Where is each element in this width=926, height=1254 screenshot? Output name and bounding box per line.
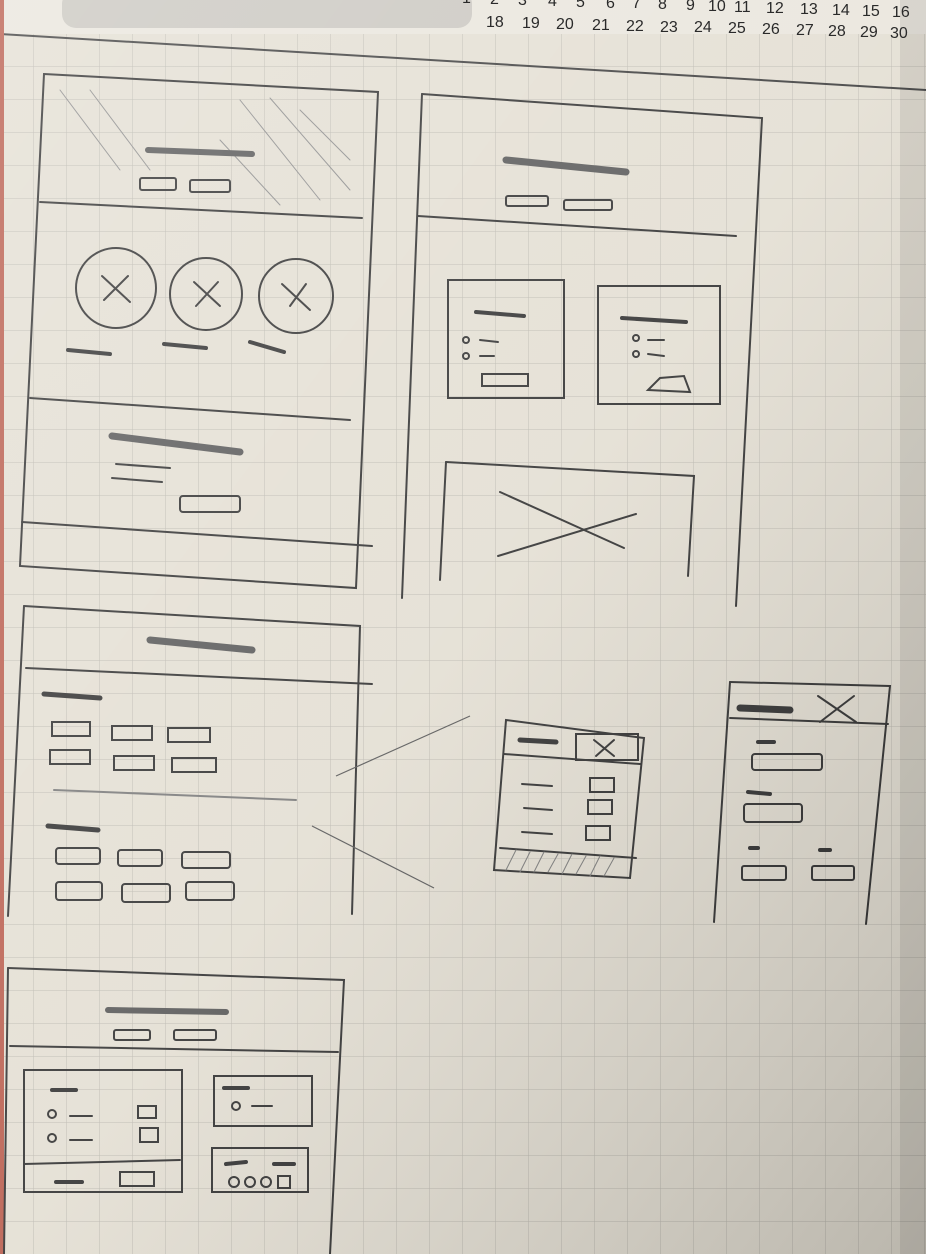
calendar-day: 26 xyxy=(762,21,780,39)
calendar-day: 9 xyxy=(686,0,695,15)
calendar-day: 19 xyxy=(522,14,540,32)
calendar-day: 13 xyxy=(800,0,818,18)
calendar-day: 7 xyxy=(632,0,641,13)
calendar-day: 18 xyxy=(486,14,504,31)
calendar-day: 4 xyxy=(548,0,557,10)
calendar-day: 11 xyxy=(734,0,751,16)
calendar-day: 30 xyxy=(890,24,908,42)
calendar-day: 12 xyxy=(766,0,784,17)
right-shadow xyxy=(900,0,926,1254)
calendar-day: 21 xyxy=(592,16,610,34)
calendar-day: 16 xyxy=(892,3,910,21)
calendar-day: 22 xyxy=(626,17,644,35)
calendar-day: 2 xyxy=(490,0,499,9)
calendar-day: 23 xyxy=(660,18,678,36)
calendar-day: 10 xyxy=(708,0,726,16)
calendar-day: 25 xyxy=(728,20,746,38)
calendar-day: 15 xyxy=(862,2,880,20)
calendar-day: 20 xyxy=(556,15,574,33)
calendar-day: 8 xyxy=(658,0,667,14)
calendar-day: 1 xyxy=(462,0,471,8)
calendar-day: 5 xyxy=(576,0,585,11)
calendar-day: 27 xyxy=(796,22,814,40)
calendar-day: 24 xyxy=(694,19,712,37)
calendar-day: 28 xyxy=(828,23,846,40)
calendar-day: 3 xyxy=(518,0,527,9)
calendar-day: 14 xyxy=(832,1,850,19)
calendar-day: 29 xyxy=(860,23,878,41)
calendar-day: 6 xyxy=(606,0,615,12)
